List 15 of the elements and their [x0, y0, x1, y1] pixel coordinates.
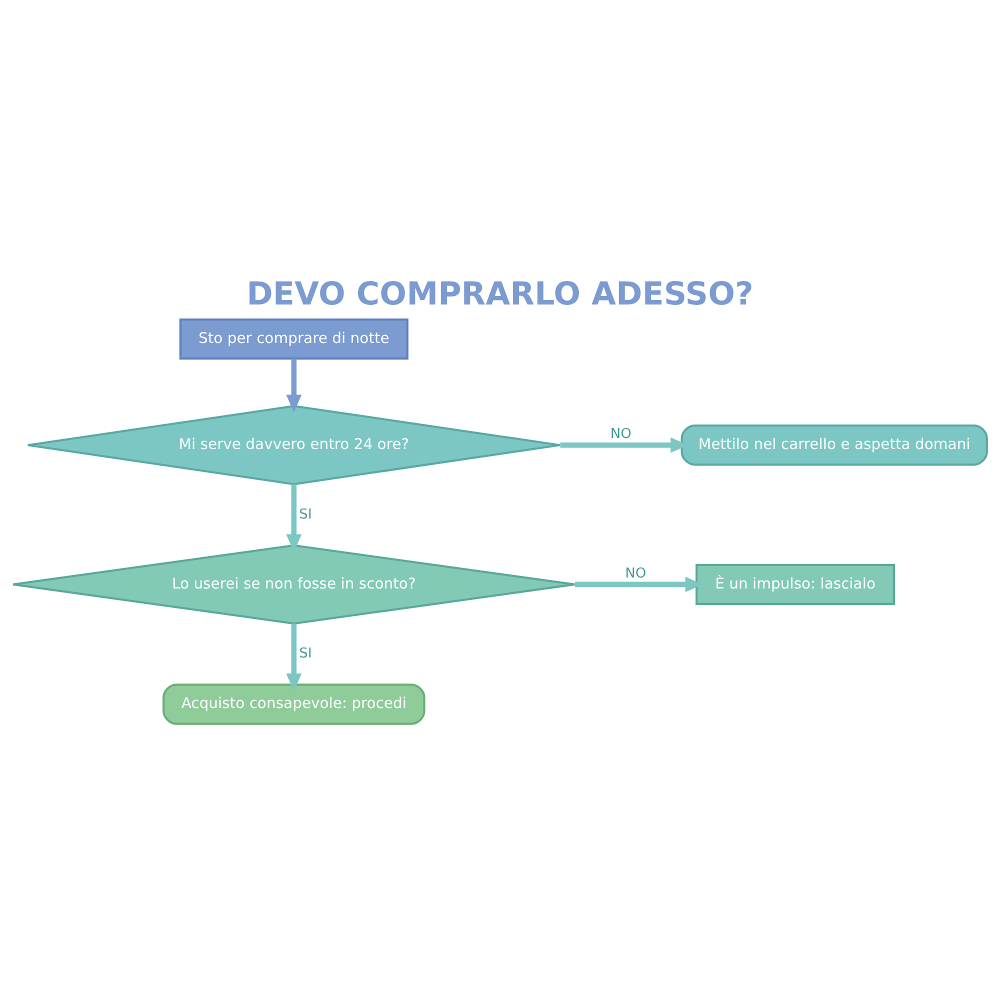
arrow — [286, 358, 302, 412]
node-box: È un impulso: lascialo — [696, 564, 896, 606]
arrow — [286, 624, 302, 692]
node-diamond: Lo userei se non fosse in sconto? — [12, 544, 576, 625]
arrow — [286, 484, 302, 552]
diagram-title: DEVO COMPRARLO ADESSO? — [246, 276, 754, 313]
node-box: Mettilo nel carrello e aspetta domani — [680, 424, 988, 466]
node-box: Sto per comprare di notte — [179, 318, 408, 360]
node-box: Acquisto consapevole: procedi — [162, 684, 426, 725]
edge-label: SI — [299, 506, 312, 522]
edge-label: SI — [299, 646, 312, 662]
edge-label: NO — [610, 426, 632, 442]
edge-label: NO — [625, 565, 646, 582]
arrow — [575, 576, 703, 592]
node-diamond: Mi serve davvero entro 24 ore? — [26, 404, 561, 486]
